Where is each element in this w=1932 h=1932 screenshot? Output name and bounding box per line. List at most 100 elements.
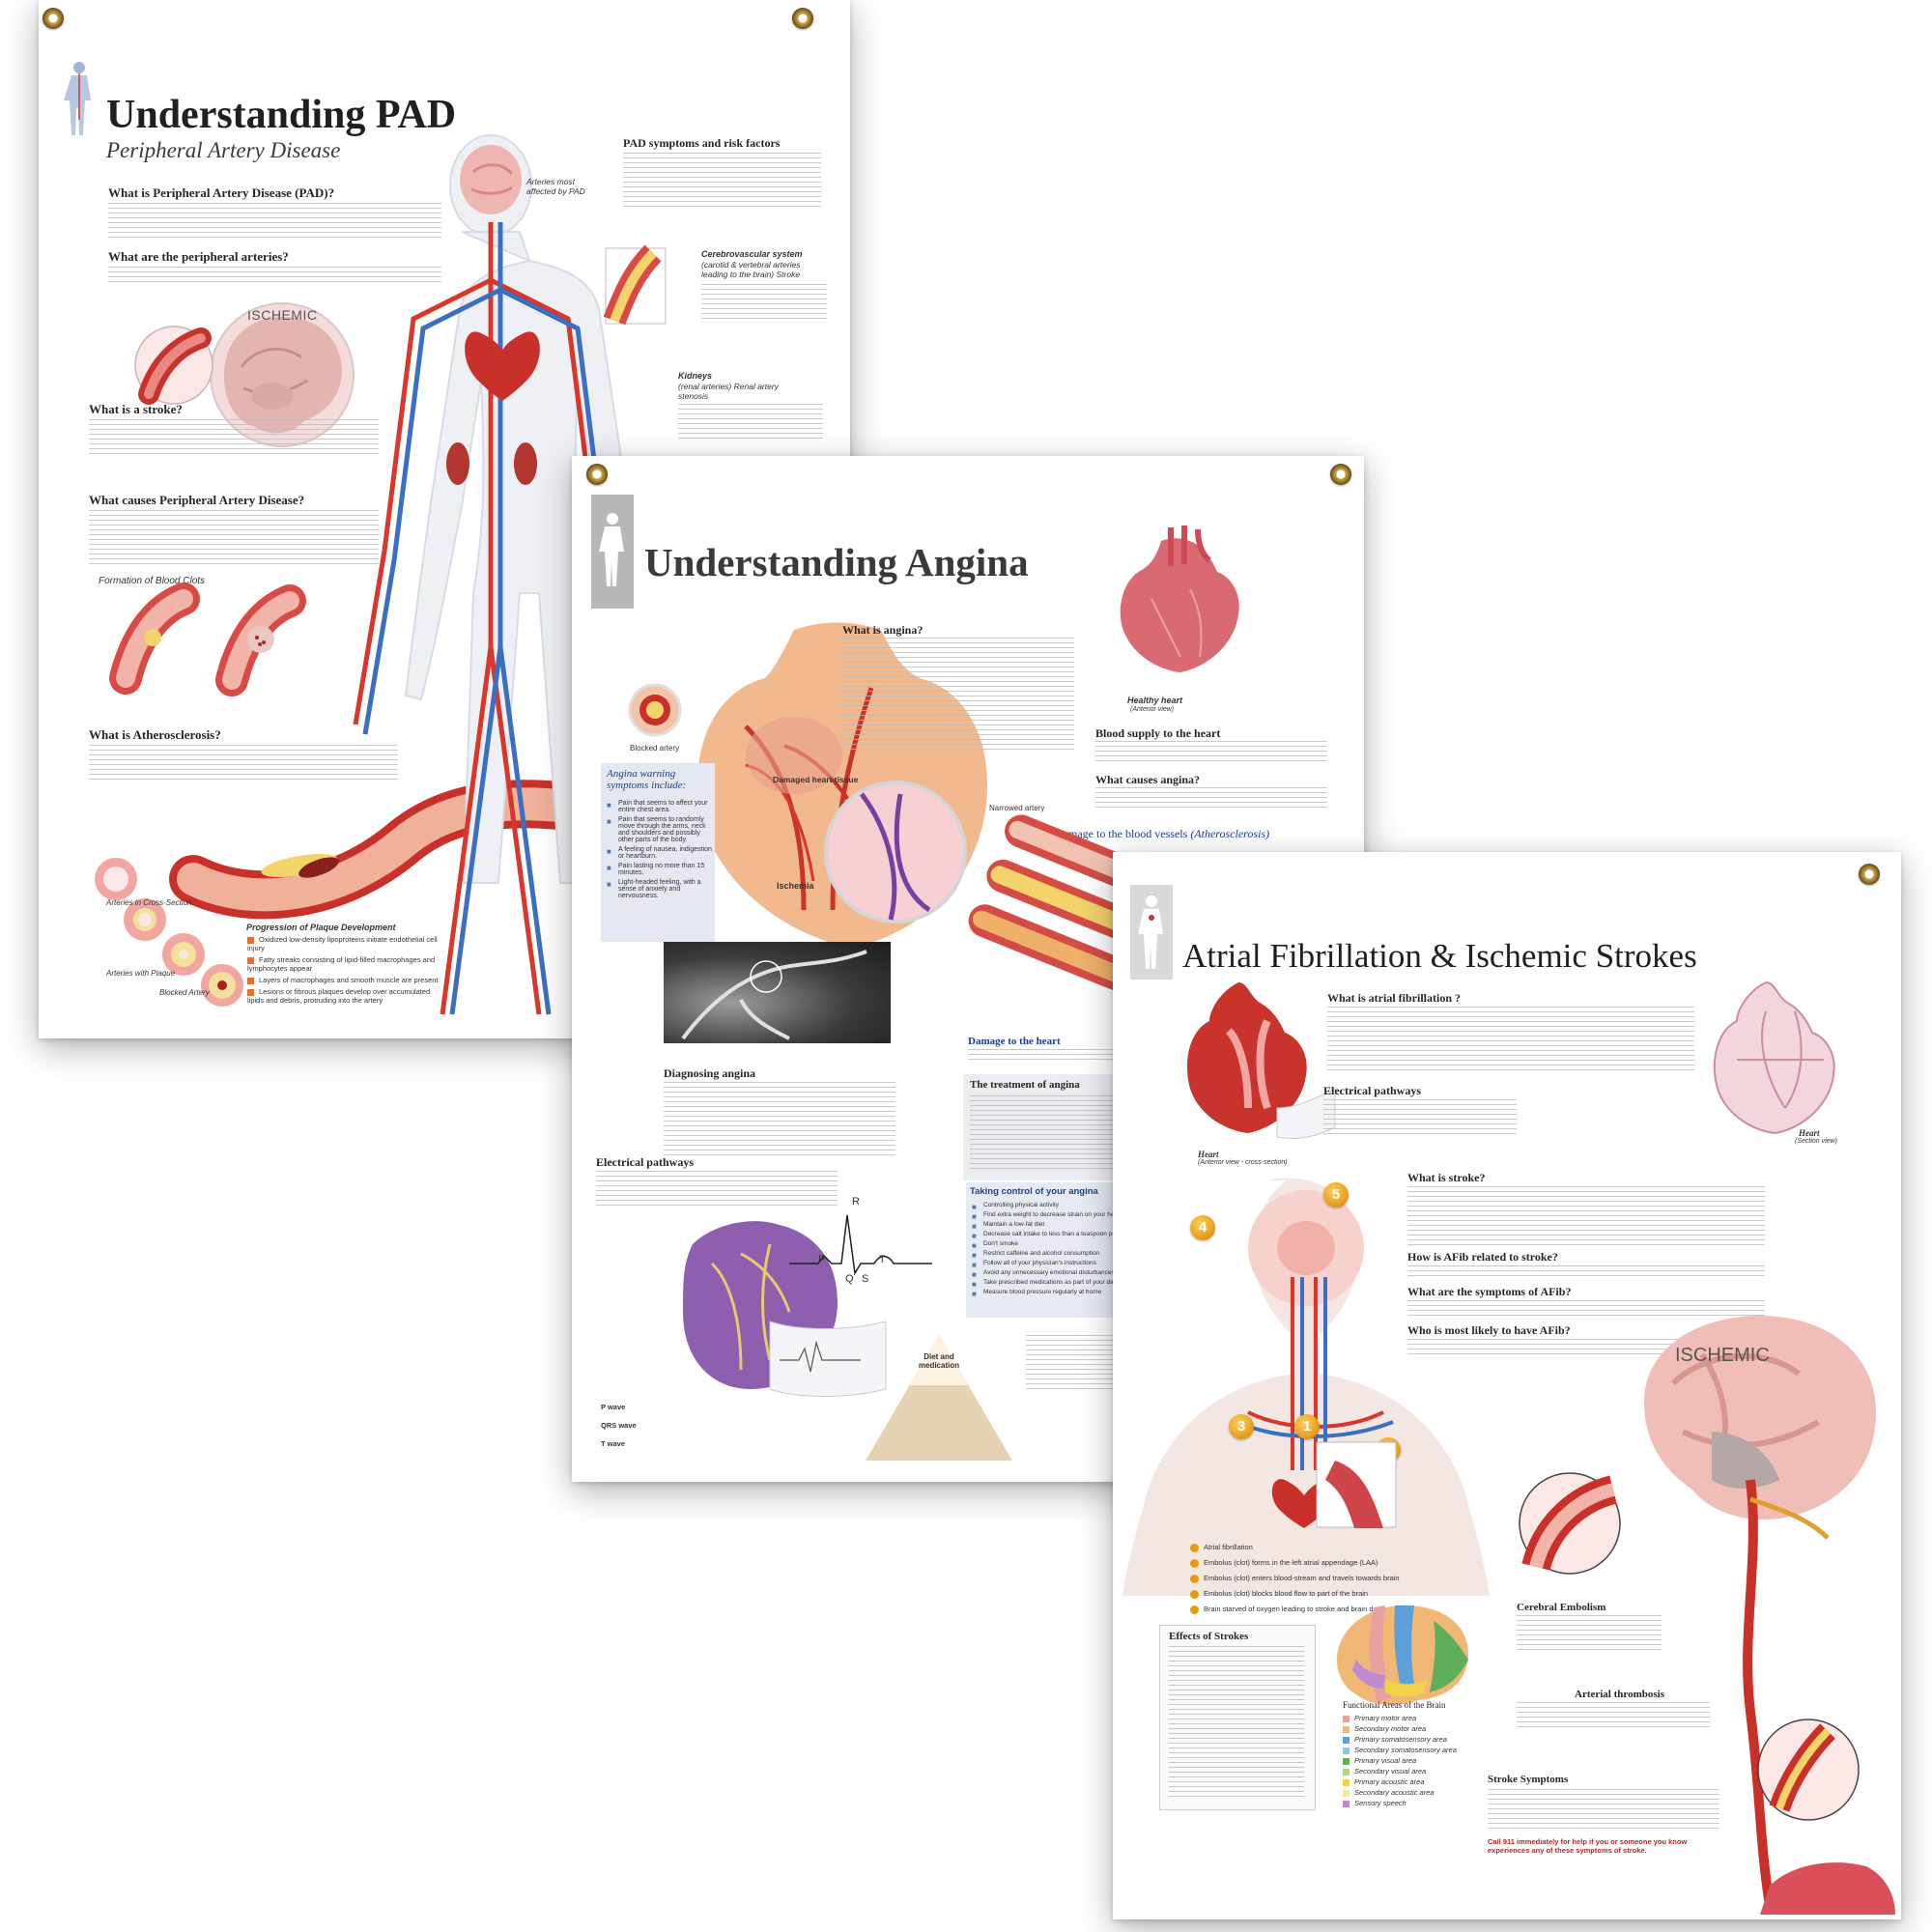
- step-badge-1: 1: [1294, 1414, 1320, 1439]
- control-heading: Taking control of your angina: [970, 1186, 1098, 1197]
- progression-list: Oxidized low-density lipoproteins initia…: [247, 935, 440, 1005]
- ischemic-label: ISCHEMIC: [1675, 1345, 1770, 1366]
- legend-swatch: [1343, 1736, 1350, 1744]
- control-item: Avoid any unnecessary emotional disturba…: [972, 1269, 1141, 1279]
- heart-section-view: [1714, 980, 1835, 1135]
- legend-swatch: [1343, 1715, 1350, 1722]
- legend-swatch: [1343, 1778, 1350, 1786]
- legend-row: Primary visual area: [1343, 1756, 1468, 1767]
- angina-heading-causes: What causes angina?: [1095, 773, 1201, 786]
- control-list: Controlling physical activity Find extra…: [972, 1202, 1141, 1298]
- legend-swatch: [1343, 1800, 1350, 1807]
- heart-cross-section: [1186, 982, 1336, 1140]
- text-block: [1517, 1702, 1710, 1731]
- angiogram-vessels: [681, 950, 867, 1040]
- text-block: [1327, 1007, 1694, 1074]
- step-badge-4: 4: [1190, 1215, 1215, 1240]
- afib-heading-what-is: What is atrial fibrillation ?: [1327, 991, 1461, 1005]
- angina-heading-treatment: The treatment of angina: [970, 1079, 1080, 1091]
- pad-title: Understanding PAD: [106, 93, 457, 137]
- brain-area-legend: Primary motor area Secondary motor area …: [1343, 1714, 1468, 1809]
- legend-row: Sensory speech: [1343, 1799, 1468, 1809]
- text-block: [1407, 1186, 1765, 1246]
- warning-list: Pain that seems to affect your entire ch…: [607, 800, 713, 902]
- legend-row: Secondary visual area: [1343, 1767, 1468, 1777]
- damage-vessels-heading: Damage to the blood vessels (Atheroscler…: [1055, 827, 1270, 840]
- progression-item: Lesions or fibrous plaques develop over …: [247, 987, 431, 1005]
- afib-heading-related: How is AFib related to stroke?: [1407, 1250, 1558, 1264]
- functional-brain-map: [1337, 1605, 1468, 1705]
- ischemic-brain-illustration: [134, 302, 355, 447]
- legend-swatch: [1343, 1768, 1350, 1776]
- warning-item: Pain lasting no more than 15 minutes.: [607, 863, 713, 876]
- plaque-artery-illustration: [169, 780, 623, 920]
- legend-swatch: [1343, 1757, 1350, 1765]
- control-item: Controlling physical activity: [972, 1202, 1141, 1211]
- heart-right-sub-label: (Section view): [1795, 1138, 1837, 1145]
- afib-heading-effects: Effects of Strokes: [1169, 1631, 1249, 1642]
- afib-heading-thrombosis: Arterial thrombosis: [1575, 1689, 1664, 1700]
- grommet: [1859, 864, 1880, 885]
- control-item: Restrict caffeine and alcohol consumptio…: [972, 1250, 1141, 1260]
- legend-row: Secondary motor area: [1343, 1724, 1468, 1735]
- pad-heading-peripheral: What are the peripheral arteries?: [108, 249, 289, 264]
- pad-heading-causes: What causes Peripheral Artery Disease?: [89, 493, 305, 507]
- progression-item: Fatty streaks consisting of lipid-filled…: [247, 955, 436, 973]
- pad-subtitle: Peripheral Artery Disease: [106, 138, 341, 162]
- control-item: Follow all of your physician's instructi…: [972, 1260, 1141, 1269]
- step-item: Embolus (clot) blocks blood flow to part…: [1190, 1589, 1432, 1605]
- kidneys-sub-label: (renal arteries) Renal artery stenosis: [678, 382, 779, 401]
- warning-item: Light-headed feeling, with a sense of an…: [607, 879, 713, 899]
- afib-poster: Atrial Fibrillation & Ischemic Strokes W…: [1113, 852, 1901, 1919]
- legend-row: Secondary somatosensory area: [1343, 1746, 1468, 1756]
- afib-heading-stroke: What is stroke?: [1407, 1171, 1486, 1184]
- control-item: Measure blood pressure regularly at home: [972, 1289, 1141, 1298]
- text-block: [1095, 741, 1327, 764]
- ischemia-label: Ischemia: [777, 881, 814, 891]
- control-item: Decrease salt intake to less than a teas…: [972, 1231, 1141, 1240]
- step-item: Brain starved of oxygen leading to strok…: [1190, 1605, 1432, 1620]
- laa-inset: [1316, 1441, 1397, 1528]
- narrowed-artery-label: Narrowed artery: [989, 804, 1045, 812]
- progression-heading: Progression of Plaque Development: [246, 923, 396, 932]
- pad-heading-symptoms: PAD symptoms and risk factors: [623, 136, 781, 150]
- legend-swatch: [1343, 1789, 1350, 1797]
- text-block: [842, 638, 1074, 753]
- wave-legend: P wave QRS wave T wave: [601, 1403, 794, 1448]
- text-block: [1407, 1265, 1765, 1279]
- ischemic-brain-artery: [1644, 1316, 1895, 1915]
- torso-circulation-figure: [1122, 1178, 1490, 1596]
- text-block: [970, 1095, 1139, 1173]
- step-item: Atrial fibrillation: [1190, 1543, 1432, 1558]
- narrowed-artery-inset: [603, 244, 667, 326]
- warning-item: Pain that seems to randomly move through…: [607, 816, 713, 843]
- cerebrovascular-sub-label: (carotid & vertebral arteries leading to…: [701, 260, 801, 279]
- warning-item: Pain that seems to affect your entire ch…: [607, 800, 713, 813]
- text-block: [1488, 1789, 1719, 1832]
- afib-heading-embolism: Cerebral Embolism: [1517, 1602, 1606, 1613]
- angina-title: Understanding Angina: [644, 540, 1029, 584]
- damaged-tissue-label: Damaged heart tissue: [773, 775, 859, 784]
- grommet: [1330, 464, 1351, 485]
- diet-pyramid: [866, 1335, 1012, 1461]
- body-figure-icon: [1138, 895, 1163, 969]
- legend-swatch: [1343, 1747, 1350, 1754]
- text-block: [1407, 1300, 1765, 1320]
- control-item: Take prescribed medications as part of y…: [972, 1279, 1141, 1289]
- step-badge-3: 3: [1229, 1414, 1254, 1439]
- blocked-artery-label: Blocked Artery: [159, 988, 210, 997]
- afib-title: Atrial Fibrillation & Ischemic Strokes: [1182, 937, 1697, 975]
- grommet: [792, 8, 813, 29]
- qrs-wave-label: QRS wave: [601, 1421, 637, 1430]
- t-wave-label: T wave: [601, 1439, 626, 1448]
- control-item: Maintain a low-fat diet: [972, 1221, 1141, 1231]
- text-block: [968, 1049, 1142, 1061]
- text-block: [1169, 1646, 1304, 1801]
- steps-list: Atrial fibrillation Embolus (clot) forms…: [1190, 1543, 1432, 1620]
- text-block: [623, 153, 821, 211]
- ecg-r-label: R: [852, 1196, 860, 1208]
- warning-item: A feeling of nausea, indigestion or hear…: [607, 846, 713, 860]
- circulatory-system-figure: [353, 134, 655, 1015]
- heart-right-label: Heart: [1799, 1128, 1820, 1138]
- healthy-heart-illustration: [1120, 526, 1239, 672]
